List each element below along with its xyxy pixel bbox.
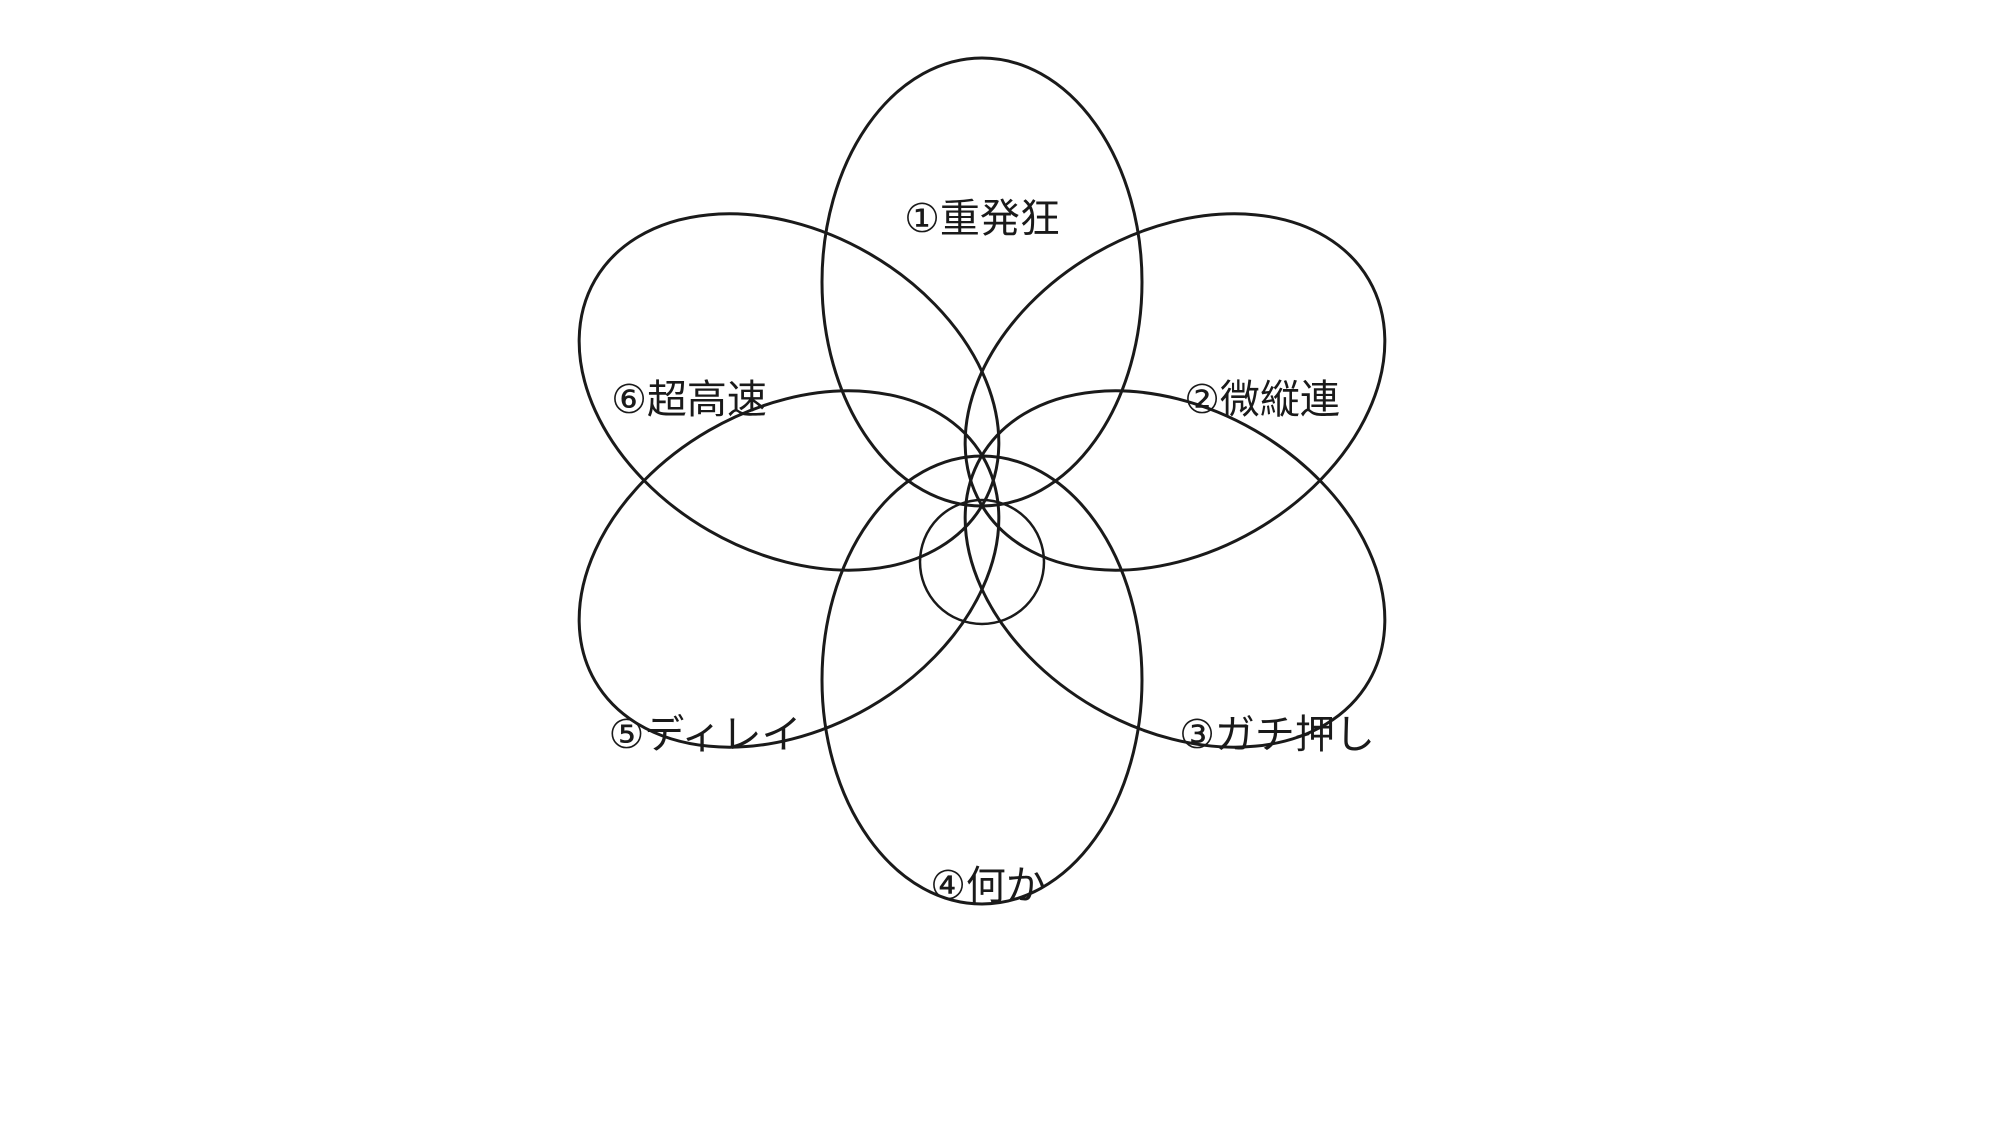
petal-1-label: ①重発狂 (904, 196, 1060, 242)
petal-2-ellipse (963, 212, 1387, 572)
petal-3-label: ③ガチ押し (1179, 712, 1375, 758)
petal-labels: ①重発狂 ②微縦連 ③ガチ押し ④何か ⑤ディレイ ⑥超高速 (608, 196, 1374, 909)
petal-6-label: ⑥超高速 (611, 377, 767, 423)
petal-2-label: ②微縦連 (1184, 377, 1340, 423)
petals (577, 56, 1387, 906)
center-circle (918, 498, 1046, 626)
petal-4-label: ④何か (930, 863, 1046, 909)
petal-6-ellipse (577, 212, 1001, 572)
petal-5-ellipse (577, 389, 1001, 749)
petal-5-label: ⑤ディレイ (608, 712, 801, 758)
